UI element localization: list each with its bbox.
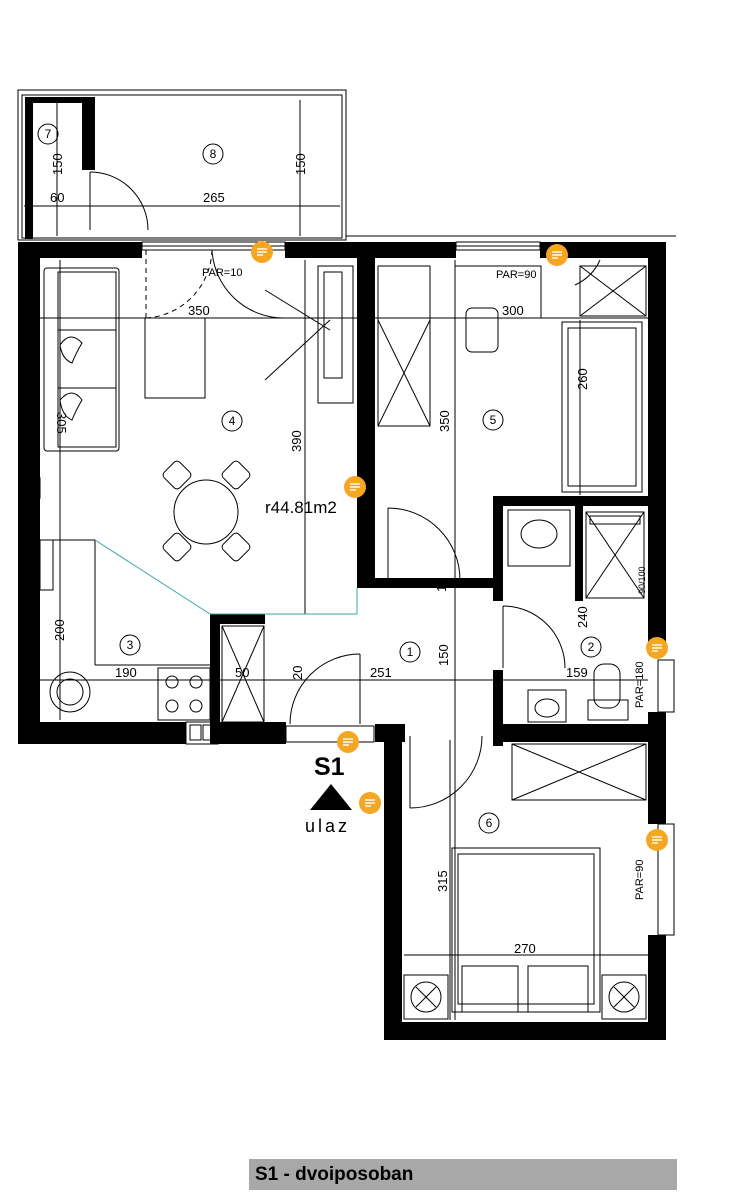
dim-260: 260 <box>575 368 590 390</box>
dim-150-hall: 150 <box>436 644 451 666</box>
note-icon[interactable] <box>344 476 366 498</box>
note-icon[interactable] <box>546 244 568 266</box>
dim-350-living: 350 <box>188 303 210 318</box>
room-8-number: 8 <box>210 147 217 161</box>
par-90-right-label: PAR=90 <box>634 860 646 900</box>
windows <box>141 241 675 936</box>
note-icon[interactable] <box>646 829 668 851</box>
dim-190: 190 <box>115 665 137 680</box>
room-1-number: 1 <box>407 645 414 659</box>
kitchen-boundary <box>94 539 211 615</box>
room5-furniture <box>377 265 647 493</box>
floor-plan: 1 2 3 4 5 6 7 8 150 60 265 150 350 300 3… <box>17 89 676 1040</box>
dim-159: 159 <box>566 665 588 680</box>
dim-200: 200 <box>52 619 67 641</box>
room-4-number: 4 <box>229 414 236 428</box>
entrance-code: S1 <box>314 753 345 781</box>
room-number-markers <box>37 123 602 834</box>
area-label: r44.81m2 <box>265 498 337 517</box>
par-180-label: PAR=180 <box>634 661 646 708</box>
note-icon[interactable] <box>646 637 668 659</box>
dining-set <box>162 460 251 562</box>
kitchen-appliances <box>23 477 219 745</box>
entrance-arrow <box>310 784 352 810</box>
room-3-number: 3 <box>127 638 134 652</box>
bathroom-fixtures <box>507 509 645 723</box>
note-icon[interactable] <box>251 241 273 263</box>
dim-251: 251 <box>370 665 392 680</box>
hall-closet <box>221 625 265 723</box>
dim-350-room5: 350 <box>437 410 452 432</box>
walls <box>18 97 666 1040</box>
room-6-number: 6 <box>486 816 493 830</box>
shower-size-label: 90/100 <box>637 566 647 594</box>
dim-305: 305 <box>54 412 69 434</box>
par-10-label: PAR=10 <box>202 267 242 279</box>
entrance-word: ulaz <box>305 816 350 836</box>
dim-300: 300 <box>502 303 524 318</box>
sofa <box>43 267 120 452</box>
room6-furniture <box>403 743 647 1020</box>
dim-265: 265 <box>203 190 225 205</box>
wardrobe <box>317 265 354 404</box>
dim-60: 60 <box>50 190 64 205</box>
room-2-number: 2 <box>588 640 595 654</box>
plan-caption: S1 - dvoiposoban <box>249 1159 677 1190</box>
dim-150-left: 150 <box>50 153 65 175</box>
dim-50: 50 <box>235 665 249 680</box>
terrace-outline <box>17 89 676 241</box>
room-7-number: 7 <box>45 127 52 141</box>
dim-10: 10 <box>434 578 449 592</box>
dim-240: 240 <box>575 606 590 628</box>
note-icon[interactable] <box>359 792 381 814</box>
par-90-top-label: PAR=90 <box>496 269 536 281</box>
doors <box>89 171 601 809</box>
room-5-number: 5 <box>490 413 497 427</box>
coffee-table <box>144 317 206 399</box>
note-icons <box>251 241 668 851</box>
dim-315: 315 <box>435 870 450 892</box>
dim-270: 270 <box>514 941 536 956</box>
dim-390: 390 <box>289 430 304 452</box>
dim-20: 20 <box>290 666 305 680</box>
dim-150-terrace: 150 <box>293 153 308 175</box>
note-icon[interactable] <box>337 731 359 753</box>
dimension-lines <box>40 100 648 1020</box>
